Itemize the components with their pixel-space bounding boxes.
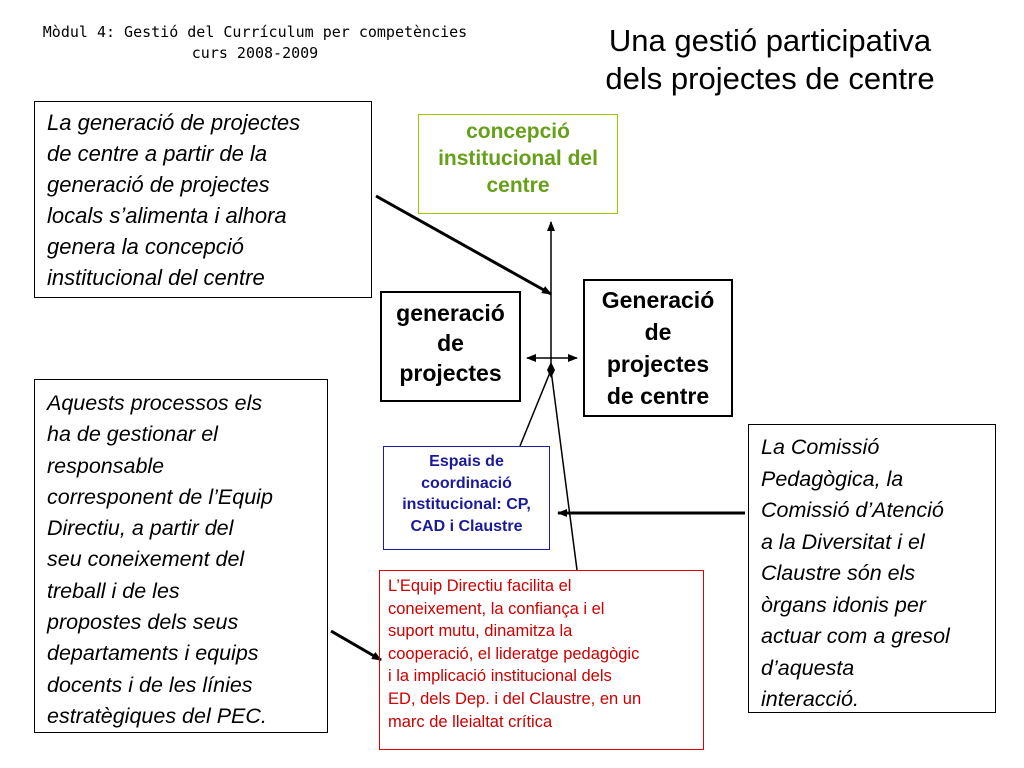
text-line: generació de projectes (47, 172, 270, 197)
text-line: coneixement, la confiança i el (388, 599, 605, 618)
text-line: treball i de les (47, 578, 180, 603)
text-line: genera la concepció (47, 234, 244, 259)
text-line: ha de gestionar el (47, 422, 218, 447)
text-line: Comissió d’Atenció (761, 498, 944, 522)
text-line: seu coneixement del (47, 547, 245, 572)
text-line: suport mutu, dinamitza la (388, 622, 573, 641)
text-line: de centre a partir de la (47, 141, 268, 166)
text-line: La generació de projectes (47, 110, 301, 135)
text-line: d’aquesta (761, 655, 855, 680)
text-line: CAD i Claustre (410, 517, 523, 535)
text-line: estratègiques del PEC. (47, 703, 267, 728)
module-header: Mòdul 4: Gestió del Currículum per compe… (20, 22, 490, 64)
text-line: a la Diversitat i el (761, 529, 925, 554)
line-espais-to-centre (519, 369, 552, 447)
text-line: locals s’alimenta i alhora (47, 203, 287, 228)
text-line: L’Equip Directiu facilita el (388, 577, 572, 595)
text-line: de centre (606, 383, 710, 409)
box-gestio-processos: Aquests processos els ha de gestionar el… (34, 379, 328, 733)
text-line: responsable (47, 453, 165, 478)
module-title: Mòdul 4: Gestió del Currículum per compe… (42, 23, 468, 41)
text-line: projectes (606, 351, 710, 377)
text-line: coordinació (421, 474, 512, 492)
text-line: Pedagògica, la (761, 466, 904, 491)
text-line: La Comissió (761, 435, 880, 459)
text-line: departaments i equips (47, 641, 259, 666)
box-generacio-projectes-de-centre: Generació de projectes de centre (583, 279, 733, 417)
text-line: de (437, 330, 464, 356)
text-line: docents i de les línies (47, 672, 253, 697)
text-line: concepció (466, 120, 570, 143)
text-line: marc de lleialtat crítica (388, 712, 553, 731)
text-line: interacció. (761, 687, 859, 711)
line-red-to-centre (550, 369, 578, 571)
page-title-line-1: Una gestió participativa (608, 23, 932, 58)
text-line: institucional del centre (47, 265, 265, 290)
box-comissions: La Comissió Pedagògica, la Comissió d’At… (748, 424, 996, 713)
arrow-left-bottom-to-red (330, 629, 382, 662)
box-equip-directiu: L’Equip Directiu facilita el coneixement… (379, 570, 704, 750)
text-line: propostes dels seus (47, 610, 239, 635)
text-line: ED, dels Dep. i del Claustre, en un (388, 689, 642, 708)
text-line: Aquests processos els (47, 391, 263, 415)
text-line: corresponent de l’Equip (47, 484, 273, 509)
box-espais-coordinacio: Espais de coordinació institucional: CP,… (383, 446, 550, 550)
box-concepcio-institucional: concepció institucional del centre (418, 114, 618, 214)
arrow-left-top-to-centre (375, 194, 552, 296)
text-line: institucional del (438, 147, 598, 170)
box-generacio-projectes-centre: La generació de projectes de centre a pa… (34, 101, 372, 298)
text-line: cooperació, el lideratge pedagògic (388, 644, 640, 663)
text-line: Espais de (429, 453, 504, 470)
text-line: de (644, 319, 672, 345)
text-line: generació (396, 300, 505, 326)
text-line: actuar com a gresol (761, 624, 950, 648)
page-title: Una gestió participativa dels projectes … (560, 22, 980, 98)
text-line: i la implicació institucional dels (388, 667, 612, 686)
course-year: curs 2008-2009 (191, 44, 319, 62)
page-title-line-2: dels projectes de centre (605, 61, 935, 96)
text-line: projectes (399, 360, 502, 386)
text-line: centre (486, 174, 550, 197)
text-line: institucional: CP, (402, 496, 531, 513)
text-line: òrgans idonis per (761, 592, 926, 617)
text-line: Generació (601, 287, 715, 313)
box-generacio-de-projectes: generació de projectes (380, 291, 521, 402)
text-line: Claustre són els (761, 561, 916, 585)
text-line: Directiu, a partir del (47, 516, 234, 541)
